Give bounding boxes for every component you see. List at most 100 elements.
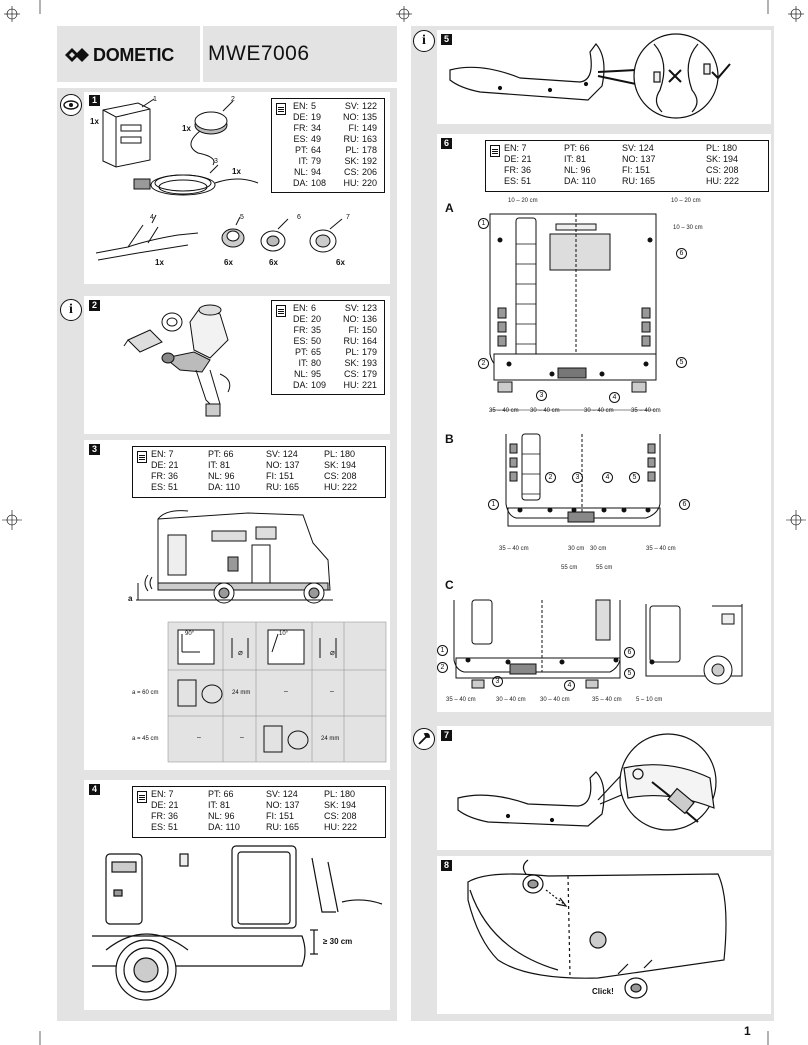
variant-c-label: C xyxy=(445,578,454,592)
angle-10: 10° xyxy=(279,631,289,637)
info-icon: i xyxy=(413,30,435,52)
c-marker-1: 1 xyxy=(437,645,448,656)
b-left-dim: 35 – 40 cm xyxy=(499,546,529,552)
height-label: a xyxy=(128,594,133,603)
cell-dash-4: – xyxy=(240,734,244,741)
document-icon xyxy=(137,451,147,463)
wrench-icon xyxy=(413,728,435,750)
b-center-dim-2: 30 cm xyxy=(590,546,607,552)
b-marker-3: 3 xyxy=(572,472,583,483)
b-center-dim-1: 30 cm xyxy=(568,546,585,552)
camper-side-illustration xyxy=(136,510,333,604)
a-marker-2: 2 xyxy=(478,358,489,369)
dometic-logo-icon xyxy=(65,48,89,62)
section-5-number: 5 xyxy=(441,34,452,45)
brand-name: DOMETIC xyxy=(93,45,174,65)
part-4-qty: 1x xyxy=(155,258,164,267)
angle-90: 90° xyxy=(185,631,195,637)
section-1-number: 1 xyxy=(89,95,100,106)
a-marker-6: 6 xyxy=(676,248,687,259)
header-bar xyxy=(57,26,397,82)
a-bottom-dim-3: 30 – 40 cm xyxy=(584,408,614,414)
c-bottom-dim-3: 30 – 40 cm xyxy=(540,697,570,703)
c-bottom-dim-4: 35 – 40 cm xyxy=(592,697,622,703)
section-3-number: 3 xyxy=(89,444,100,455)
b-marker-1: 1 xyxy=(488,499,499,510)
c-marker-2: 2 xyxy=(437,662,448,673)
a-bottom-dim-4: 35 – 40 cm xyxy=(631,408,661,414)
part-6-qty: 6x xyxy=(269,258,278,267)
diameter-symbol-2: ⌀ xyxy=(330,648,335,657)
mounting-angle-table xyxy=(167,621,387,763)
camper-rear-a-illustration xyxy=(489,213,657,411)
b-marker-5: 5 xyxy=(629,472,640,483)
part-5-id: 5 xyxy=(240,214,244,221)
a-top-right-dim: 10 – 20 cm xyxy=(671,198,701,204)
cell-dash-1: – xyxy=(284,688,288,695)
row-label-60: a = 60 cm xyxy=(132,690,159,696)
info-icon: i xyxy=(60,299,82,321)
c-marker-3: 3 xyxy=(492,676,503,687)
section-6-number: 6 xyxy=(441,138,452,149)
a-marker-1: 1 xyxy=(478,218,489,229)
camper-rear-c-illustration xyxy=(453,599,743,689)
click-label: Click! xyxy=(592,987,614,996)
part-2-id: 2 xyxy=(231,96,235,103)
c-bottom-dim-1: 35 – 40 cm xyxy=(446,697,476,703)
section-7-number: 7 xyxy=(441,730,452,741)
b-lower-dim-1: 55 cm xyxy=(561,565,578,571)
b-marker-2: 2 xyxy=(545,472,556,483)
page-number: 1 xyxy=(744,1024,751,1038)
part-5-qty: 6x xyxy=(224,258,233,267)
part-1-qty: 1x xyxy=(90,117,99,126)
a-marker-3: 3 xyxy=(536,390,547,401)
drilling-bumper-illustration xyxy=(457,733,717,831)
part-3-qty: 1x xyxy=(232,167,241,176)
b-lower-dim-2: 55 cm xyxy=(596,565,613,571)
document-icon xyxy=(137,791,147,803)
a-top-left-dim: 10 – 20 cm xyxy=(508,198,538,204)
c-bottom-dim-5: 5 – 10 cm xyxy=(636,697,663,703)
cell-dash-3: – xyxy=(197,734,201,741)
part-3-id: 3 xyxy=(214,158,218,165)
c-bottom-dim-2: 30 – 40 cm xyxy=(496,697,526,703)
a-marker-4: 4 xyxy=(609,392,620,403)
variant-a-label: A xyxy=(445,201,454,215)
model-title: MWE7006 xyxy=(208,42,310,65)
a-right-vertical-dim: 10 – 30 cm xyxy=(673,225,703,231)
part-6-id: 6 xyxy=(297,214,301,221)
header-divider xyxy=(200,26,203,82)
section-8-number: 8 xyxy=(441,860,452,871)
section-1-parts-illustration xyxy=(95,98,343,261)
a-marker-5: 5 xyxy=(676,357,687,368)
part-7-id: 7 xyxy=(346,214,350,221)
b-right-dim: 35 – 40 cm xyxy=(646,546,676,552)
cell-24mm-2: 24 mm xyxy=(321,736,340,742)
document-icon xyxy=(490,145,500,157)
bumper-orientation-illustration xyxy=(449,33,731,119)
a-bottom-dim-1: 35 – 40 cm xyxy=(489,408,519,414)
section-2-number: 2 xyxy=(89,300,100,311)
diameter-symbol-1: ⌀ xyxy=(238,648,243,657)
document-icon xyxy=(276,305,286,317)
spray-gun-illustration xyxy=(123,304,231,417)
document-icon xyxy=(276,103,286,115)
a-bottom-dim-2: 30 – 40 cm xyxy=(530,408,560,414)
c-marker-6: 6 xyxy=(624,647,635,658)
sensor-insertion-illustration xyxy=(467,859,727,999)
row-label-45: a = 45 cm xyxy=(132,736,159,742)
min-height-label: ≥ 30 cm xyxy=(323,937,353,946)
eye-icon xyxy=(60,94,82,116)
part-2-qty: 1x xyxy=(182,124,191,133)
camper-rear-closeup-illustration xyxy=(92,845,383,1001)
c-marker-4: 4 xyxy=(564,680,575,691)
part-7-qty: 6x xyxy=(336,258,345,267)
part-4-id: 4 xyxy=(150,214,154,221)
variant-b-label: B xyxy=(445,432,454,446)
